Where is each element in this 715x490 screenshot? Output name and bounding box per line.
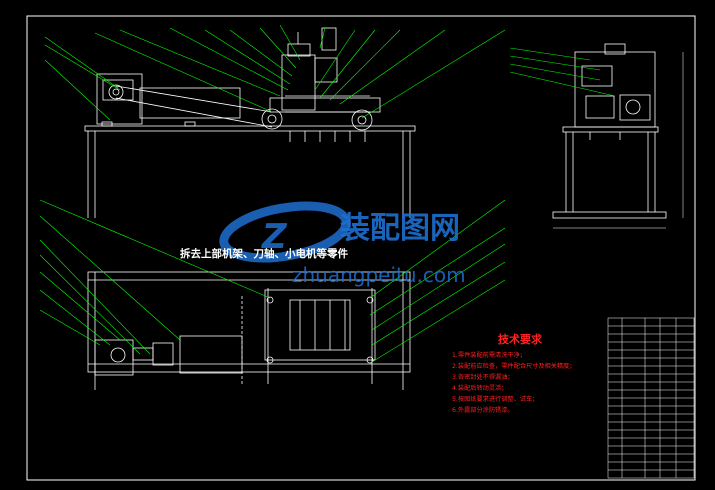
- center-note: 拆去上部机架、刀轴、小电机等零件: [180, 247, 348, 260]
- watermark-brand-cn: 装配图网: [340, 211, 460, 246]
- tech-requirement-item-2: 2.装配前应检查，零件配合尺寸及相关精度；: [452, 362, 575, 370]
- tech-requirement-item-4: 4.装配后转动灵活；: [452, 384, 507, 392]
- tech-requirement-item-6: 6.外露部分涂防锈漆。: [452, 406, 514, 414]
- front-view: [84, 27, 416, 218]
- drawing-border: [26, 15, 696, 481]
- tech-requirement-item-1: 1.零件装配前需清洗干净；: [452, 351, 526, 359]
- watermark-brand-en: zhuangpeitu.com: [292, 263, 466, 287]
- tech-requirements-title: 技术要求: [498, 332, 543, 346]
- leader-lines: [39, 24, 616, 363]
- parts-list-table: [607, 317, 695, 479]
- plan-view: [87, 271, 411, 390]
- watermark-logo: Z: [219, 201, 351, 263]
- side-view: [552, 43, 684, 229]
- svg-text:Z: Z: [261, 217, 288, 257]
- tech-requirement-item-5: 5.按图纸要求进行调整、试车；: [452, 395, 538, 403]
- tech-requirement-item-3: 3.各密封处不得漏油；: [452, 373, 514, 381]
